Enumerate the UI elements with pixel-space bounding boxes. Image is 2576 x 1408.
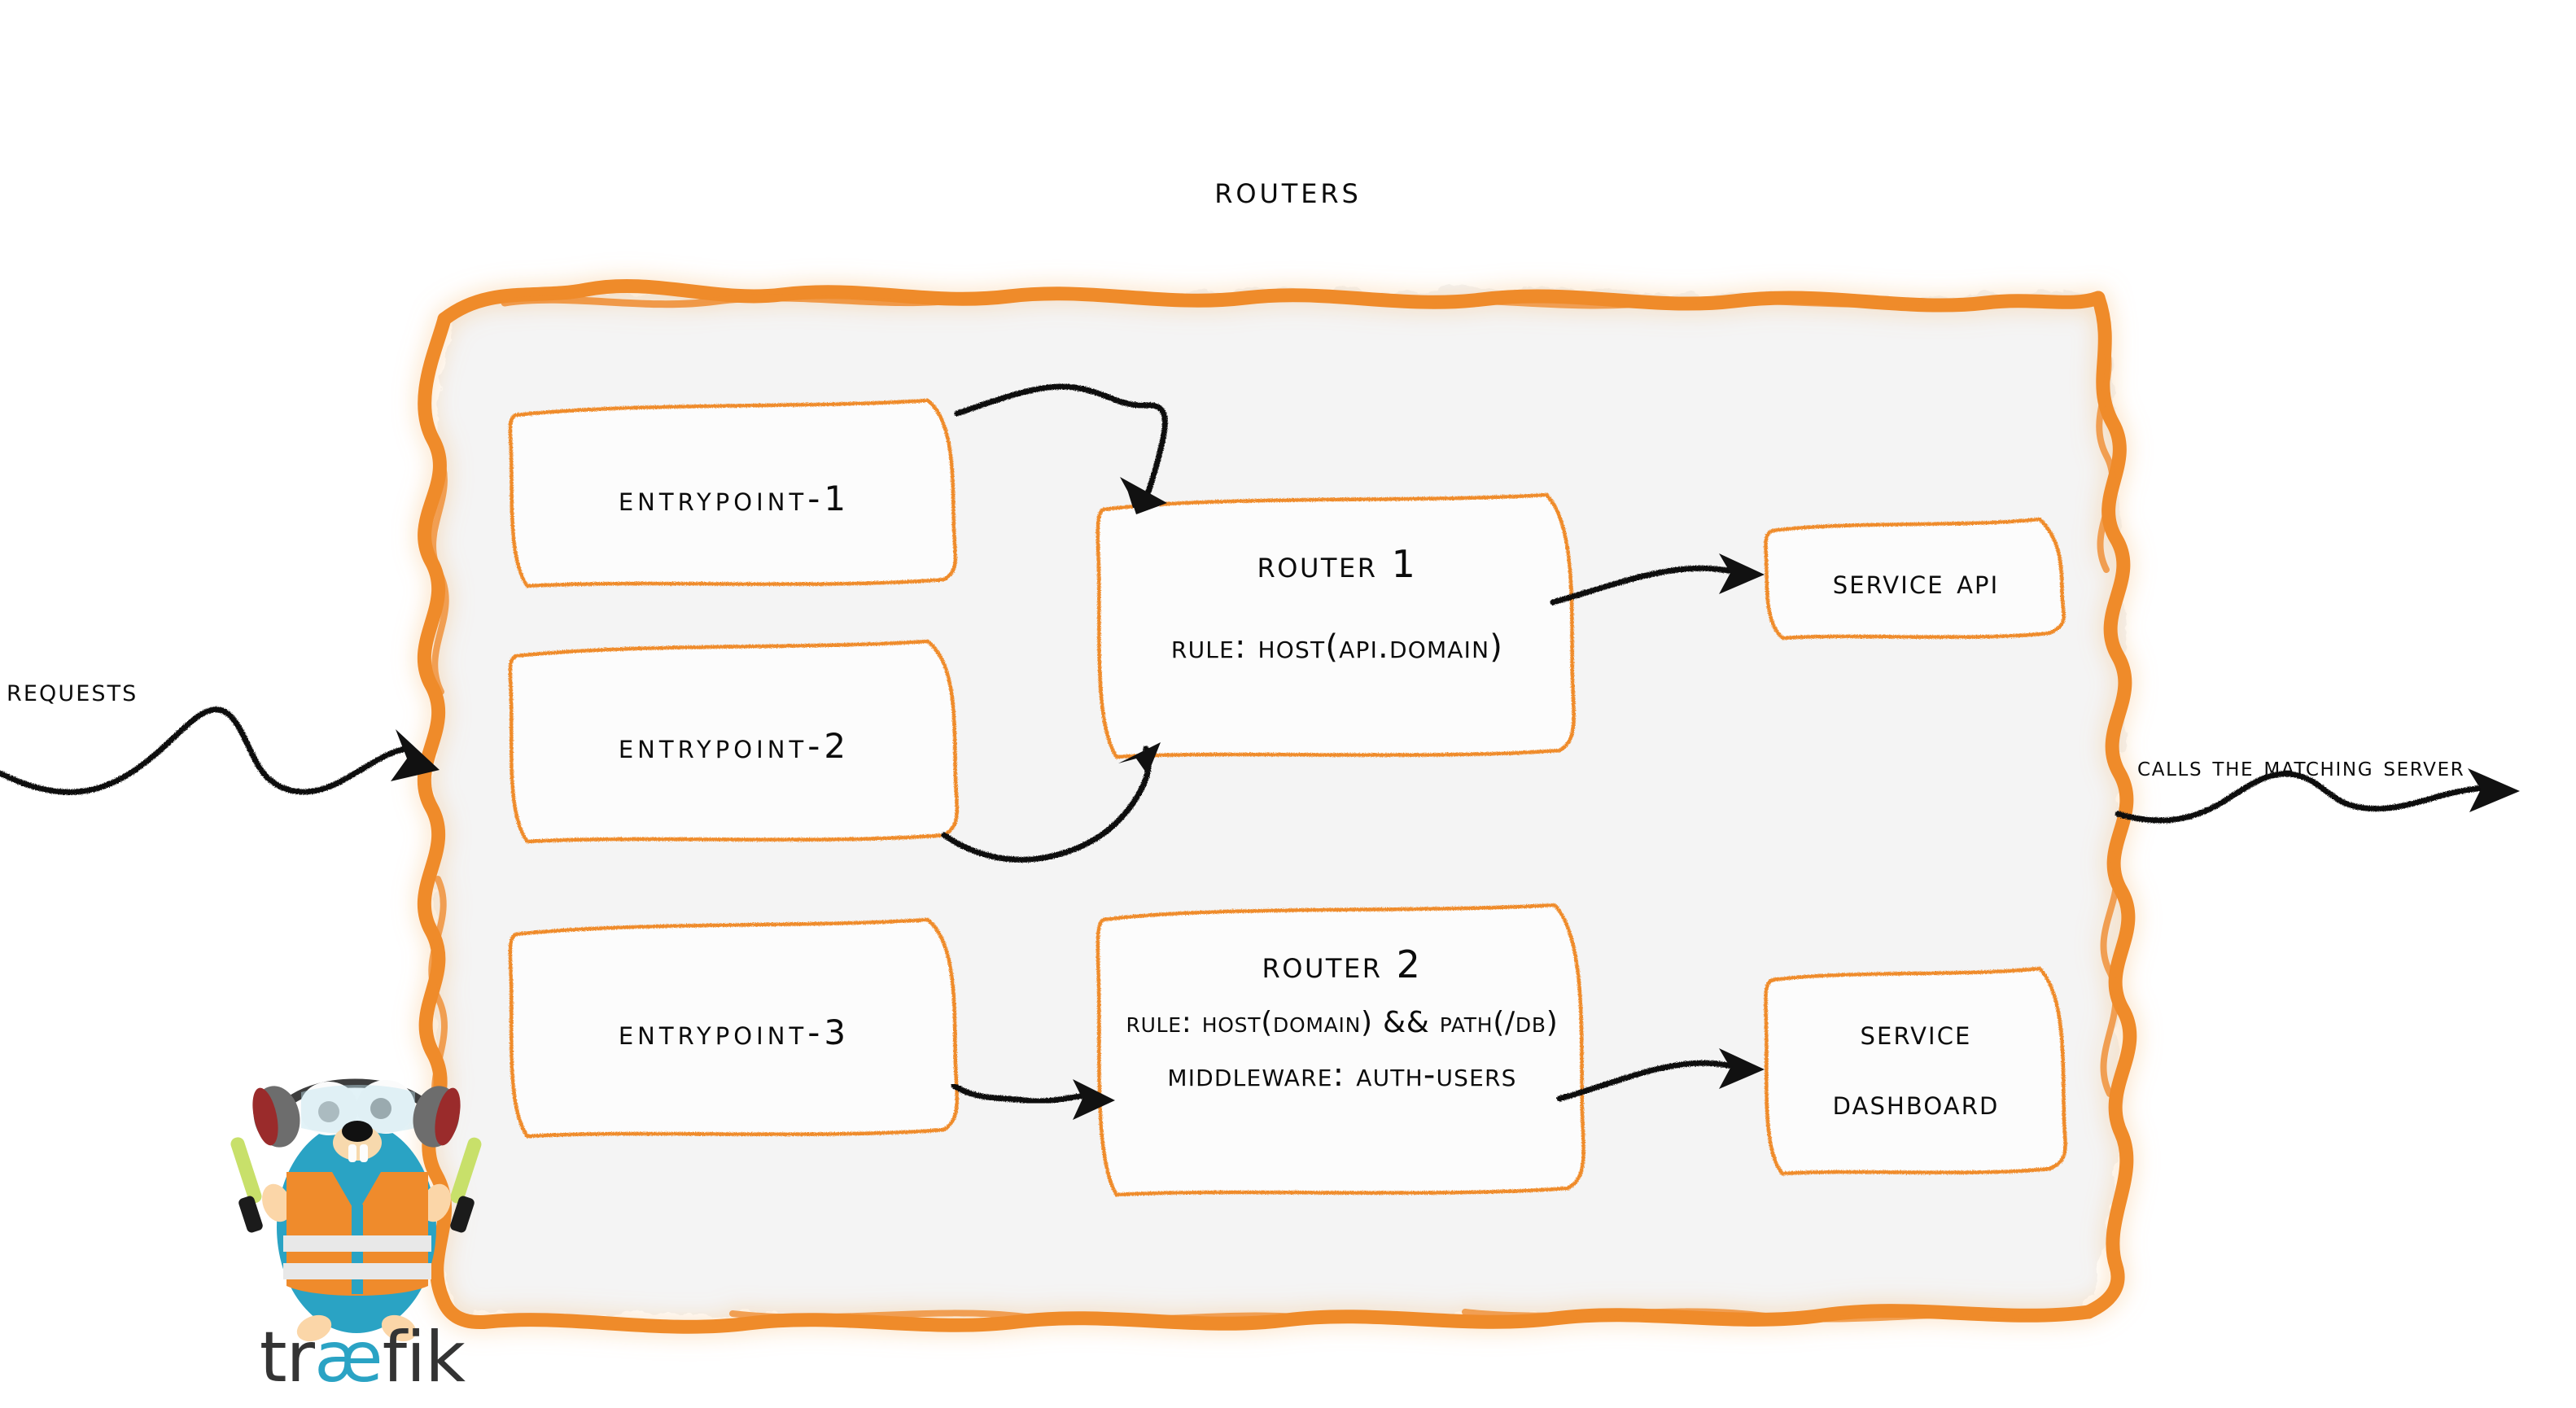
arrow-router1-to-service-api (1550, 553, 1765, 606)
page-title: Routers (1214, 168, 1362, 212)
router-1-rule: rule: Host(api.domain) (1170, 628, 1504, 666)
traefik-wordmark-start: tr (259, 1317, 315, 1398)
service-dashboard-label-line1: Service (1860, 1012, 1972, 1052)
arrow-requests-to-panel (0, 706, 440, 795)
router-1-node[interactable]: Router 1 rule: Host(api.domain) (1099, 505, 1576, 759)
traefik-wordmark: træfik (244, 1323, 480, 1393)
entrypoint-1-node[interactable]: entrypoint-1 (511, 415, 957, 588)
entrypoint-2-node[interactable]: entrypoint-2 (511, 651, 957, 843)
traefik-wordmark-end: fik (382, 1317, 466, 1398)
arrow-router2-to-service-dashboard (1556, 1048, 1765, 1102)
service-dashboard-label-line2: Dashboard (1832, 1082, 2000, 1122)
router-1-title: Router 1 (1257, 542, 1418, 586)
router-2-rule: rule: Host(domain) && Path(/db) (1126, 1006, 1559, 1039)
calls-matching-server-label: Calls the matching server (2137, 750, 2465, 782)
service-api-label: Service API (1832, 562, 2000, 601)
traefik-gopher-logo (230, 1078, 482, 1342)
arrow-ep1-to-router1 (954, 383, 1168, 514)
service-dashboard-node[interactable]: Service Dashboard (1765, 970, 2067, 1177)
arrow-ep3-to-router2 (951, 1079, 1115, 1120)
arrow-ep2-to-router1 (941, 742, 1161, 863)
router-2-title: Router 2 (1262, 942, 1423, 986)
router-2-middleware: Middleware: auth-users (1167, 1056, 1517, 1094)
requests-label: Requests (7, 672, 138, 708)
traefik-wordmark-ligature: æ (314, 1317, 383, 1398)
entrypoint-3-label: entrypoint-3 (618, 1012, 851, 1052)
service-api-node[interactable]: Service API (1765, 523, 2067, 641)
entrypoint-2-label: entrypoint-2 (618, 726, 851, 766)
router-2-node[interactable]: Router 2 rule: Host(domain) && Path(/db)… (1099, 915, 1585, 1195)
entrypoint-1-label: entrypoint-1 (618, 479, 851, 518)
entrypoint-3-node[interactable]: entrypoint-3 (511, 928, 957, 1136)
